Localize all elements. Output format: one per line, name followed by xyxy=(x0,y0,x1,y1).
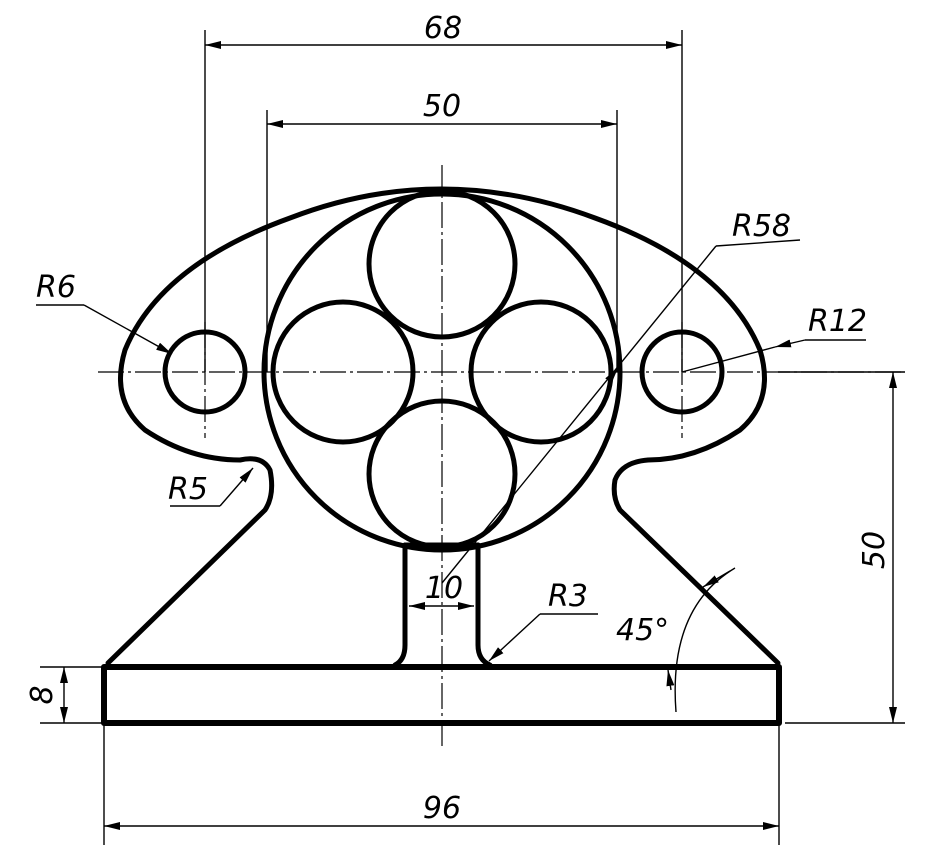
label-8: 8 xyxy=(25,685,60,704)
dim-r6: R6 xyxy=(36,270,173,355)
dim-10: 10 xyxy=(409,571,474,610)
dim-r58: R58 xyxy=(441,209,801,584)
label-r3: R3 xyxy=(548,579,588,614)
label-r12: R12 xyxy=(808,304,867,339)
label-r6: R6 xyxy=(36,270,76,305)
label-10: 10 xyxy=(425,571,463,606)
dim-r3: R3 xyxy=(488,579,598,662)
label-45: 45° xyxy=(616,613,669,648)
big-circle xyxy=(261,191,623,553)
label-50-horizontal: 50 xyxy=(423,89,461,124)
left-circle xyxy=(270,299,416,445)
label-50-vertical: 50 xyxy=(857,531,892,569)
label-68: 68 xyxy=(424,11,462,46)
label-96: 96 xyxy=(423,791,461,826)
neck xyxy=(392,542,493,668)
dim-45-angle: 45° xyxy=(616,567,736,713)
dim-r12: R12 xyxy=(681,304,867,373)
top-circle xyxy=(366,188,518,340)
bottom-circle xyxy=(366,398,518,550)
dim-8: 8 xyxy=(25,666,104,724)
dim-68: 68 xyxy=(204,11,683,372)
dim-50-vertical: 50 xyxy=(778,371,905,724)
circles xyxy=(162,188,725,553)
dim-96: 96 xyxy=(103,723,780,845)
label-r58: R58 xyxy=(732,209,791,244)
dim-r5: R5 xyxy=(168,467,254,507)
label-r5: R5 xyxy=(168,472,208,507)
dim-50-horizontal: 50 xyxy=(266,89,618,372)
base-plate xyxy=(101,664,782,726)
